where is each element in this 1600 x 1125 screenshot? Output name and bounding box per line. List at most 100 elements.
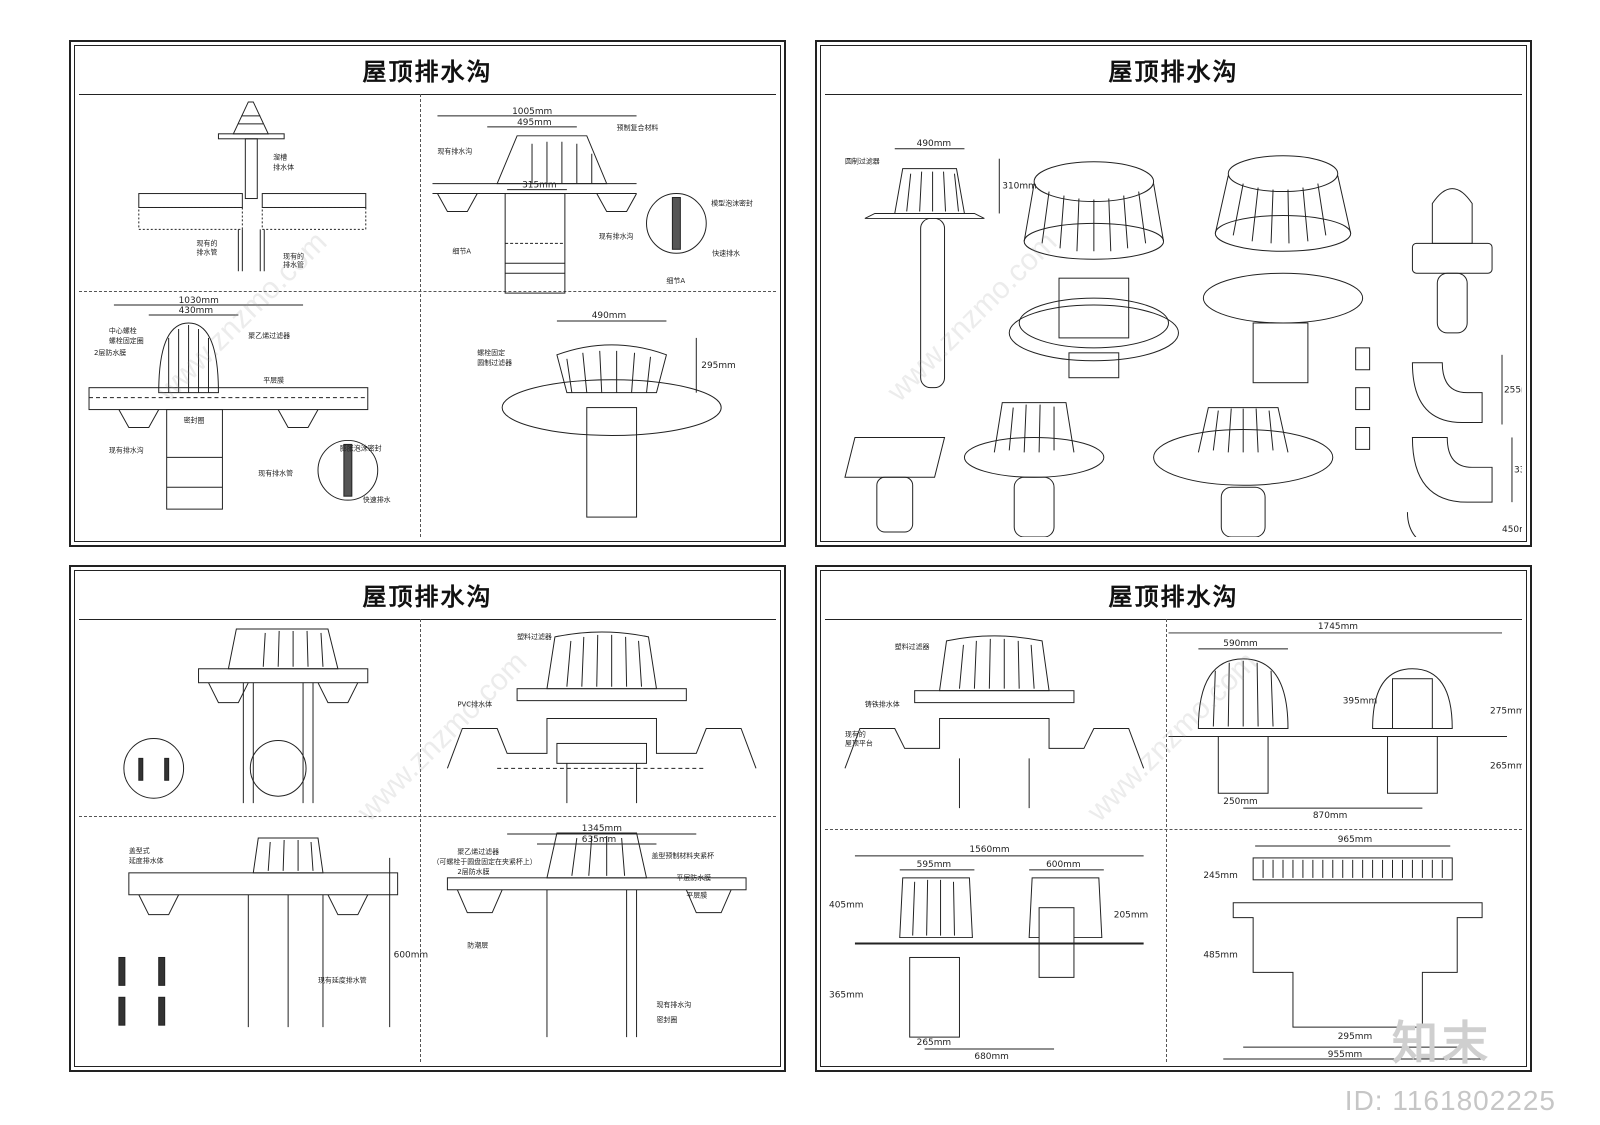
annotation: 盖型预制材料夹紧杯 — [651, 851, 714, 860]
annotations: 塑料过滤器 PVC排水体 盖型式 延度排水体 现有延度排水管 600mm 134… — [129, 632, 714, 1024]
annotation: 塑料过滤器 — [895, 642, 930, 651]
drawing-sheet-1: 屋顶排水沟 — [69, 40, 786, 547]
annotation: 现有的 — [197, 238, 218, 247]
watermark-logo: 知末 — [1392, 1016, 1492, 1070]
annotation: 密封圈 — [184, 416, 205, 425]
annotation: 圆制过滤器 — [477, 358, 512, 367]
sheet-body: 490mm 310mm 255mm 335mm 450mm 圆制过滤器 — [825, 94, 1522, 537]
dimension: 365mm — [829, 990, 863, 1000]
annotation: （可螺栓于圆盘固定在夹紧杯上） — [432, 857, 536, 866]
divider — [825, 829, 1522, 830]
sheet-body: 溜槽 排水体 现有的 排水管 现有的 排水管 1005mm 495mm 315m… — [79, 94, 776, 537]
annotation: 中心螺栓 — [109, 326, 137, 335]
annotation: 铸铁排水体 — [865, 700, 900, 709]
divider — [420, 94, 421, 537]
dimension: 395mm — [1343, 697, 1377, 707]
detail-drawings: 溜槽 排水体 现有的 排水管 现有的 排水管 1005mm 495mm 315m… — [88, 101, 753, 518]
dimension: 595mm — [917, 860, 951, 870]
detail-drawings: 塑料过滤器 铸铁排水体 现有的 屋顶平台 1745mm 590mm 395mm … — [829, 622, 1522, 1062]
annotation: 螺栓固定圈 — [109, 336, 144, 345]
annotation: 塑料过滤器 — [517, 632, 552, 641]
dimension: 635mm — [582, 835, 616, 845]
annotation: 膨胀泡沫密封 — [340, 443, 382, 452]
sheet-body: 塑料过滤器 PVC排水体 盖型式 延度排水体 现有延度排水管 600mm 134… — [79, 619, 776, 1062]
dimension: 275mm — [1490, 707, 1522, 717]
dimension: 295mm — [701, 361, 735, 371]
divider — [420, 619, 421, 1062]
annotation: 现有排水沟 — [599, 231, 634, 240]
annotation: 模型泡沫密封 — [711, 198, 753, 207]
annotation: 现有排水沟 — [437, 147, 472, 156]
dimension: 490mm — [592, 311, 626, 321]
annotation: 现有的 — [845, 729, 866, 738]
annotation: 聚乙烯过滤器 — [457, 847, 499, 856]
annotation: 现有的 — [283, 251, 304, 260]
dimension: 490mm — [917, 139, 951, 149]
drawing-sheet-4: 屋顶排水沟 — [815, 565, 1532, 1072]
dimension: 495mm — [517, 118, 551, 128]
dimension: 205mm — [1114, 911, 1148, 921]
dimension: 450mm — [1502, 525, 1522, 535]
divider — [1166, 619, 1167, 1062]
divider — [79, 816, 776, 817]
dimension: 680mm — [974, 1052, 1008, 1062]
annotation: 平层膜 — [263, 376, 284, 385]
dimension: 1745mm — [1318, 622, 1358, 632]
annotation: 平层膜 — [686, 891, 707, 900]
annotation: 预制复合材料 — [617, 123, 659, 132]
annotation: 快速排水 — [363, 495, 391, 504]
dimension: 870mm — [1313, 811, 1347, 821]
dimension: 485mm — [1203, 950, 1237, 960]
annotation: 平层防水膜 — [676, 873, 711, 882]
dimension: 405mm — [829, 901, 863, 911]
dimension: 250mm — [1223, 797, 1257, 807]
dimension: 265mm — [1490, 761, 1522, 771]
dimension: 965mm — [1338, 835, 1372, 845]
annotation: 屋顶平台 — [845, 738, 873, 747]
annotation: 防潮层 — [467, 941, 488, 950]
dimension: 430mm — [179, 306, 213, 316]
annotation: 盖型式 — [129, 846, 150, 855]
dimension: 1030mm — [179, 296, 219, 306]
dimension: 600mm — [394, 950, 428, 960]
annotation: 溜槽 — [273, 153, 287, 162]
sheet-title: 屋顶排水沟 — [825, 50, 1522, 95]
annotation: 聚乙烯过滤器 — [248, 331, 290, 340]
dimension: 1560mm — [969, 845, 1009, 855]
dimension: 1345mm — [582, 824, 622, 834]
annotation: 密封圈 — [656, 1015, 677, 1024]
drawing-sheet-2: 屋顶排水沟 — [815, 40, 1532, 547]
sheet-title: 屋顶排水沟 — [79, 575, 776, 620]
dimension: 335mm — [1514, 465, 1522, 475]
annotation: 排水管 — [283, 260, 304, 269]
dimension: 955mm — [1328, 1050, 1362, 1060]
annotation: 排水管 — [197, 247, 218, 256]
annotation: 螺栓固定 — [477, 348, 505, 357]
dimension: 315mm — [522, 181, 556, 191]
drawing-sheet-3: 屋顶排水沟 — [69, 565, 786, 1072]
annotations: 溜槽 排水体 现有的 排水管 现有的 排水管 1005mm 495mm 315m… — [94, 107, 753, 504]
annotation: 2层防水膜 — [94, 348, 126, 357]
annotation: 延度排水体 — [129, 856, 164, 865]
product-renderings: 490mm 310mm 255mm 335mm 450mm 圆制过滤器 — [844, 139, 1522, 537]
dimension: 295mm — [1338, 1032, 1372, 1042]
annotation: 细节A — [452, 246, 471, 255]
dimension: 1005mm — [512, 107, 552, 117]
dimension: 265mm — [917, 1038, 951, 1048]
annotation: 现有排水沟 — [656, 1000, 691, 1009]
dimension: 600mm — [1046, 860, 1080, 870]
sheet-title: 屋顶排水沟 — [825, 575, 1522, 620]
annotation: 现有排水管 — [258, 468, 293, 477]
annotation: 现有排水沟 — [109, 445, 144, 454]
dimension: 245mm — [1203, 871, 1237, 881]
annotation: 圆制过滤器 — [845, 157, 880, 166]
watermark-id: ID: 1161802225 — [1344, 1085, 1556, 1116]
annotations: 490mm 310mm 255mm 335mm 450mm 圆制过滤器 — [845, 139, 1522, 535]
dimension: 590mm — [1223, 639, 1257, 649]
annotation: 快速排水 — [712, 248, 740, 257]
divider — [79, 291, 776, 292]
detail-drawings: 塑料过滤器 PVC排水体 盖型式 延度排水体 现有延度排水管 600mm 134… — [118, 628, 757, 1038]
dimension: 310mm — [1002, 182, 1036, 192]
sheet-body: 塑料过滤器 铸铁排水体 现有的 屋顶平台 1745mm 590mm 395mm … — [825, 619, 1522, 1062]
annotation: 现有延度排水管 — [318, 975, 367, 984]
